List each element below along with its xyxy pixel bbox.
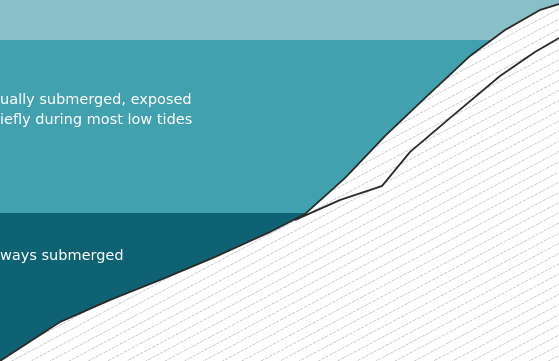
intertidal-label-line-1: ually submerged, exposed <box>0 92 192 108</box>
intertidal-label-line-2: iefly during most low tides <box>0 112 193 128</box>
upper-zone-band <box>0 0 559 40</box>
subtidal-zone-label: ways submerged <box>0 246 124 266</box>
intertidal-zone-label: ually submerged, exposed iefly during mo… <box>0 90 192 130</box>
shore-ground-outline <box>0 3 559 361</box>
shore-ground-hatching <box>0 4 559 361</box>
low-tide-ridge-line <box>294 37 559 221</box>
subtidal-label-line-1: ways submerged <box>0 248 124 264</box>
